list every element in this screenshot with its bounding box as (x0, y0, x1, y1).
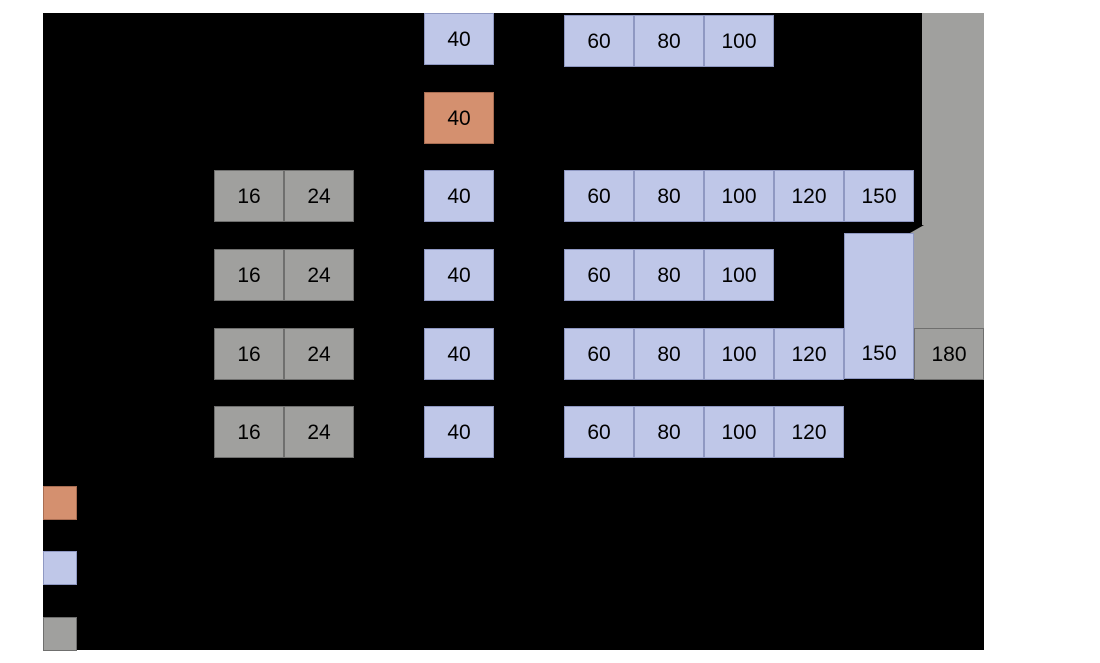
chart-cell[interactable]: 100 (704, 328, 774, 380)
grey-slab-upper (922, 13, 984, 225)
legend-swatch-primary[interactable] (43, 551, 77, 585)
chart-cell[interactable]: 60 (564, 406, 634, 458)
chart-cell[interactable]: 24 (284, 406, 354, 458)
chart-cell[interactable]: 40 (424, 328, 494, 380)
chart-cell[interactable]: 80 (634, 170, 704, 222)
chart-cell-highlight[interactable]: 40 (424, 92, 494, 144)
chart-cell[interactable]: 80 (634, 406, 704, 458)
chart-cell[interactable]: 120 (774, 170, 844, 222)
chart-cell[interactable]: 16 (214, 170, 284, 222)
chart-cell[interactable]: 100 (704, 249, 774, 301)
chart-cell[interactable]: 120 (774, 406, 844, 458)
chart-cell[interactable]: 60 (564, 15, 634, 67)
chart-cell[interactable]: 120 (774, 328, 844, 380)
chart-cell[interactable]: 60 (564, 328, 634, 380)
chart-cell[interactable]: 80 (634, 249, 704, 301)
chart-cell[interactable]: 100 (704, 170, 774, 222)
grey-slab-bevel (910, 225, 984, 233)
chart-cell[interactable]: 100 (704, 15, 774, 67)
legend-swatch-secondary[interactable] (43, 617, 77, 651)
chart-cell[interactable]: 40 (424, 406, 494, 458)
chart-cell[interactable]: 80 (634, 15, 704, 67)
chart-cell-merged[interactable]: 150 (844, 233, 914, 379)
chart-canvas: 40 60 80 100 40 16 24 40 60 80 100 120 1… (43, 13, 984, 651)
chart-cell[interactable]: 60 (564, 170, 634, 222)
chart-cell[interactable]: 24 (284, 328, 354, 380)
chart-cell[interactable]: 80 (634, 328, 704, 380)
legend-swatch-highlight[interactable] (43, 486, 77, 520)
chart-cell[interactable]: 16 (214, 249, 284, 301)
chart-cell[interactable]: 150 (844, 170, 914, 222)
chart-cell[interactable]: 180 (914, 328, 984, 380)
chart-cell[interactable]: 24 (284, 170, 354, 222)
chart-cell[interactable]: 40 (424, 13, 494, 65)
chart-cell[interactable]: 16 (214, 406, 284, 458)
chart-cell[interactable]: 60 (564, 249, 634, 301)
chart-cell[interactable]: 24 (284, 249, 354, 301)
chart-cell[interactable]: 40 (424, 249, 494, 301)
chart-cell[interactable]: 16 (214, 328, 284, 380)
chart-cell[interactable]: 100 (704, 406, 774, 458)
chart-cell[interactable]: 40 (424, 170, 494, 222)
